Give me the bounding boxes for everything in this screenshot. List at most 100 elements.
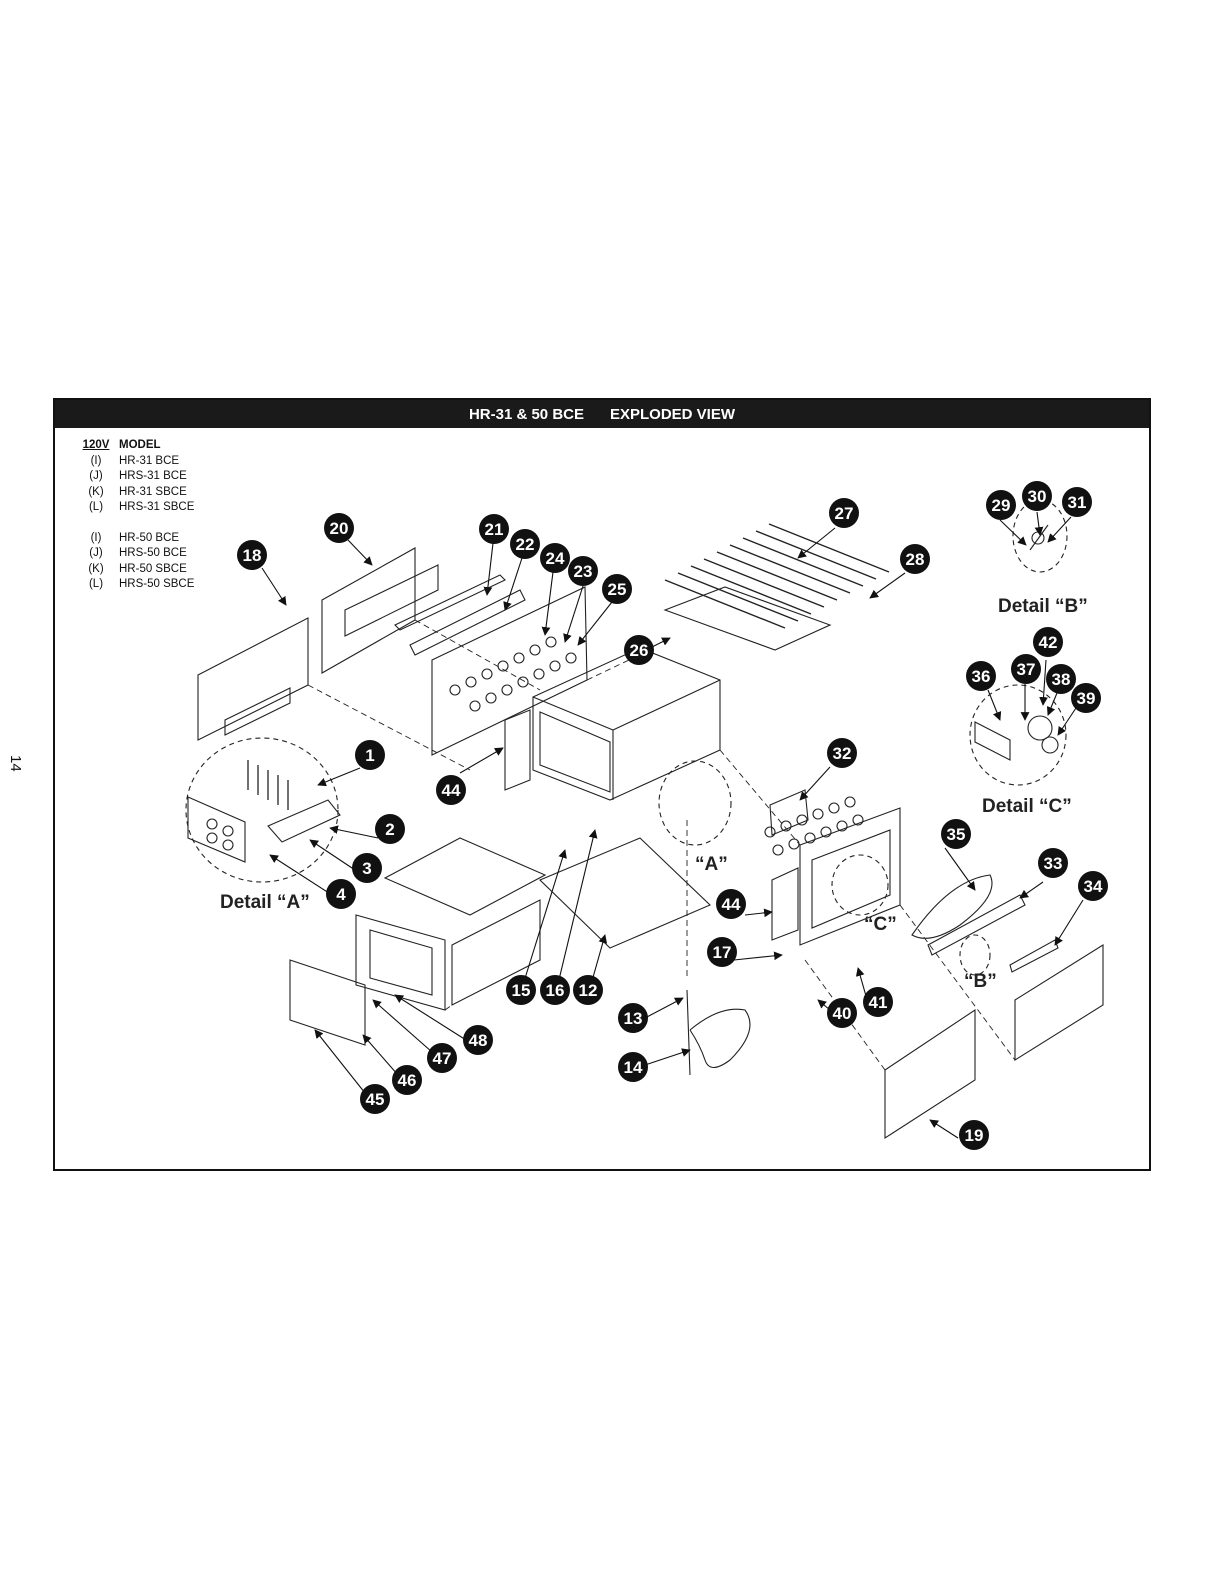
callout-4: 4 xyxy=(326,879,356,909)
diagram-subtitle: EXPLODED VIEW xyxy=(610,405,736,423)
ref-b-label: “B” xyxy=(964,971,997,992)
callout-2: 2 xyxy=(375,814,405,844)
model-row: (J)HRS-50 BCE xyxy=(89,547,187,559)
model-row: (K)HR-50 SBCE xyxy=(88,562,187,575)
callout-35: 35 xyxy=(941,819,971,849)
callout-22: 22 xyxy=(510,529,540,559)
detail-b-label: Detail “B” xyxy=(998,596,1088,617)
svg-text:2: 2 xyxy=(385,820,394,839)
callout-17: 17 xyxy=(707,937,737,967)
model-row: (I)HR-31 BCE xyxy=(90,454,180,467)
ref-c-label: “C” xyxy=(864,914,897,935)
svg-text:41: 41 xyxy=(869,993,888,1012)
svg-text:37: 37 xyxy=(1017,660,1036,679)
svg-text:32: 32 xyxy=(833,744,852,763)
svg-text:18: 18 xyxy=(243,546,262,565)
callout-21: 21 xyxy=(479,514,509,544)
callout-25: 25 xyxy=(602,574,632,604)
callout-37: 37 xyxy=(1011,654,1041,684)
model-legend: 120V MODEL (I)HR-31 BCE (J)HRS-31 BCE (K… xyxy=(73,438,195,593)
model-row: (J)HRS-31 BCE xyxy=(89,470,187,482)
svg-text:26: 26 xyxy=(630,641,649,660)
part-drawings xyxy=(185,499,1104,1140)
svg-text:3: 3 xyxy=(362,859,371,878)
callout-3: 3 xyxy=(352,853,382,883)
svg-text:35: 35 xyxy=(947,825,966,844)
svg-text:34: 34 xyxy=(1084,877,1103,896)
svg-text:38: 38 xyxy=(1052,670,1071,689)
svg-text:44: 44 xyxy=(442,781,461,800)
svg-text:14: 14 xyxy=(624,1058,643,1077)
svg-text:1: 1 xyxy=(365,746,374,765)
bottom-plate xyxy=(539,837,711,949)
voltage-header: 120V xyxy=(82,439,110,451)
svg-text:36: 36 xyxy=(972,667,991,686)
detail-circles xyxy=(185,499,1068,976)
callout-34: 34 xyxy=(1078,871,1108,901)
svg-text:19: 19 xyxy=(965,1126,984,1145)
callout-31: 31 xyxy=(1062,487,1092,517)
callouts: 1 2 3 4 12 13 14 15 16 17 18 19 20 21 22… xyxy=(237,481,1108,1150)
svg-text:27: 27 xyxy=(835,504,854,523)
callout-47: 47 xyxy=(427,1043,457,1073)
callout-29: 29 xyxy=(986,490,1016,520)
svg-text:16: 16 xyxy=(546,981,565,1000)
callout-48: 48 xyxy=(463,1025,493,1055)
callout-16: 16 xyxy=(540,975,570,1005)
svg-text:33: 33 xyxy=(1044,854,1063,873)
callout-44-right: 44 xyxy=(716,889,746,919)
glass-plate xyxy=(383,837,547,916)
svg-text:29: 29 xyxy=(992,496,1011,515)
callout-38: 38 xyxy=(1046,664,1076,694)
callout-33: 33 xyxy=(1038,848,1068,878)
model-row: (K)HR-31 SBCE xyxy=(88,485,187,498)
svg-text:40: 40 xyxy=(833,1004,852,1023)
power-cord xyxy=(689,1008,751,1069)
callout-18: 18 xyxy=(237,540,267,570)
callout-46: 46 xyxy=(392,1065,422,1095)
reflector-plate xyxy=(663,586,832,651)
element-panel xyxy=(431,586,588,756)
svg-text:44: 44 xyxy=(722,895,741,914)
callout-26: 26 xyxy=(624,635,654,665)
ref-a-label: “A” xyxy=(695,854,728,875)
callout-32: 32 xyxy=(827,738,857,768)
svg-text:48: 48 xyxy=(469,1031,488,1050)
svg-text:20: 20 xyxy=(330,519,349,538)
svg-text:12: 12 xyxy=(579,981,598,1000)
callout-13: 13 xyxy=(618,1003,648,1033)
callout-44-left: 44 xyxy=(436,775,466,805)
diagram-title: HR-31 & 50 BCE xyxy=(468,405,584,423)
svg-text:28: 28 xyxy=(906,550,925,569)
callout-36: 36 xyxy=(966,661,996,691)
callout-23: 23 xyxy=(568,556,598,586)
svg-text:30: 30 xyxy=(1028,487,1047,506)
svg-text:39: 39 xyxy=(1077,689,1096,708)
side-panel-right xyxy=(884,1008,976,1140)
svg-text:17: 17 xyxy=(713,943,732,962)
title-bar: HR-31 & 50 BCE EXPLODED VIEW xyxy=(55,400,1149,428)
model-row: (L)HRS-31 SBCE xyxy=(88,501,195,513)
model-row: (L)HRS-50 SBCE xyxy=(88,578,195,590)
svg-text:42: 42 xyxy=(1039,633,1058,652)
callout-30: 30 xyxy=(1022,481,1052,511)
svg-text:31: 31 xyxy=(1068,493,1087,512)
callout-28: 28 xyxy=(900,544,930,574)
callout-27: 27 xyxy=(829,498,859,528)
callout-40: 40 xyxy=(827,998,857,1028)
leader-lines xyxy=(261,511,1084,1139)
svg-text:46: 46 xyxy=(398,1071,417,1090)
svg-text:45: 45 xyxy=(366,1090,385,1109)
callout-20: 20 xyxy=(324,513,354,543)
callout-41: 41 xyxy=(863,987,893,1017)
socket-row xyxy=(449,636,577,712)
svg-text:21: 21 xyxy=(485,520,504,539)
callout-24: 24 xyxy=(540,543,570,573)
detail-c-label: Detail “C” xyxy=(982,796,1072,817)
svg-text:13: 13 xyxy=(624,1009,643,1028)
svg-text:23: 23 xyxy=(574,562,593,581)
callout-12: 12 xyxy=(573,975,603,1005)
callout-42: 42 xyxy=(1033,627,1063,657)
svg-text:47: 47 xyxy=(433,1049,452,1068)
